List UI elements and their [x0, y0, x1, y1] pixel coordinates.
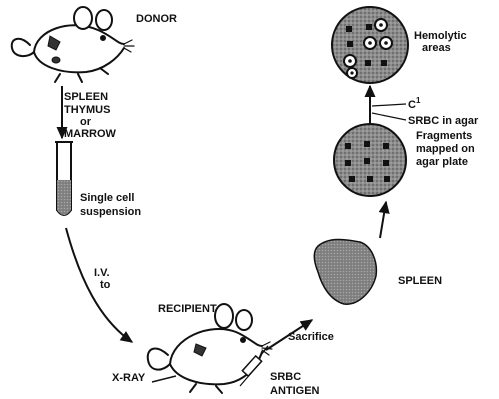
spleen-organ-icon	[314, 240, 376, 305]
fragments-label-1: Fragments	[416, 130, 472, 142]
to-label: to	[100, 279, 111, 291]
c1-pointer	[372, 104, 406, 106]
antigen-label: ANTIGEN	[270, 385, 320, 397]
fragments-label-2: mapped on	[416, 143, 475, 155]
single-cell-label-2: suspension	[80, 206, 141, 218]
marrow-label: MARROW	[64, 128, 117, 140]
srbc-label: SRBC	[270, 371, 301, 383]
srbc-agar-label: SRBC in agar	[408, 115, 479, 127]
iv-label: I.V.	[94, 267, 110, 279]
or-label: or	[80, 116, 92, 128]
arrow-tube-to-recipient	[66, 228, 132, 342]
c1-label: C1	[408, 96, 421, 111]
fragments-agar-plate-icon	[334, 124, 406, 196]
xray-label: X-RAY	[112, 372, 146, 384]
srbc-agar-pointer	[372, 113, 406, 120]
test-tube-icon	[55, 142, 73, 215]
thymus-label: THYMUS	[64, 104, 110, 116]
single-cell-label-1: Single cell	[80, 192, 134, 204]
fragments-label-3: agar plate	[416, 156, 468, 168]
donor-label: DONOR	[136, 13, 177, 25]
sacrifice-label: Sacrifice	[288, 331, 334, 343]
hemolytic-label-2: areas	[422, 42, 451, 54]
arrow-spleen-to-plate	[380, 202, 386, 238]
hemolytic-label-1: Hemolytic	[414, 30, 467, 42]
spleen-organ-label: SPLEEN	[398, 275, 442, 287]
spleen-source-label: SPLEEN	[64, 91, 108, 103]
recipient-label: RECIPIENT	[158, 303, 217, 315]
donor-mouse-icon	[12, 7, 134, 82]
xray-pointer	[152, 376, 176, 382]
recipient-mouse-icon	[148, 304, 272, 393]
hemolytic-agar-plate-icon	[332, 7, 408, 83]
